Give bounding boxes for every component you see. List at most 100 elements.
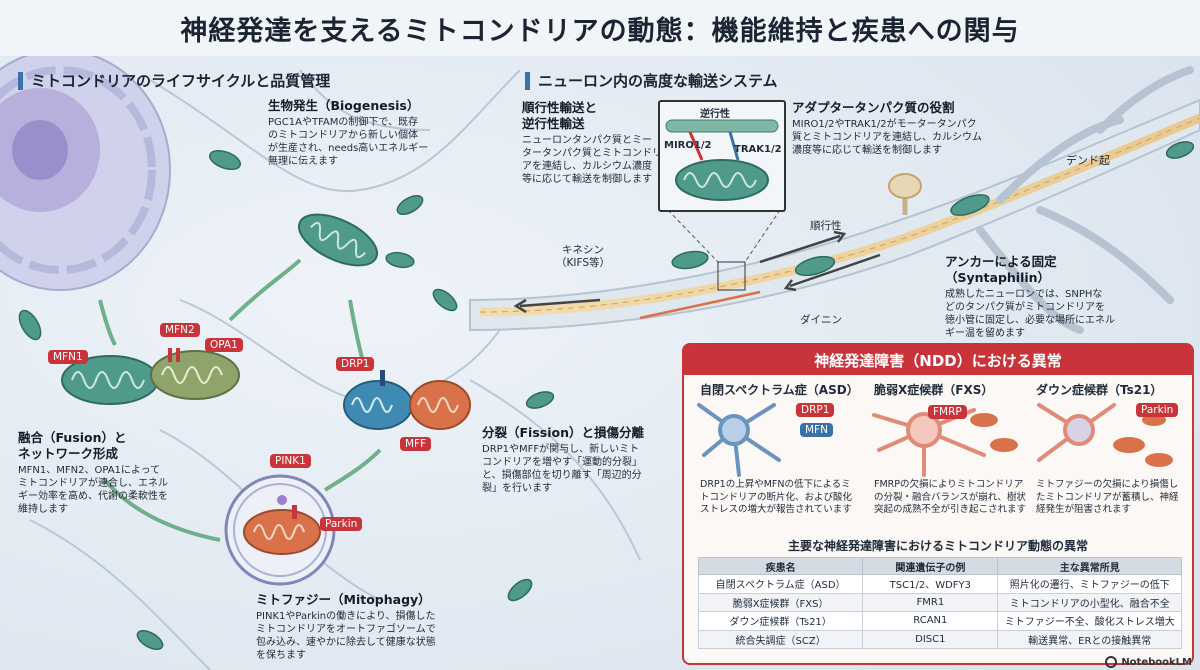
adaptor-line: MIRO1/2やTRAK1/2がモータータンパク: [792, 119, 977, 130]
inset-zoom-lines: [667, 209, 781, 291]
table-header: 疾患名: [697, 557, 864, 575]
asd-text: DRP1の上昇やMFNの低下によるミ トコンドリアの断片化、および酸化 ストレス…: [700, 479, 870, 517]
anchor-line: 成熟したニューロンでは、SNPHな: [945, 289, 1103, 300]
table-cell: 自閉スペクトラム症（ASD）: [697, 574, 864, 594]
asd-line: ストレスの増大が報告されています: [700, 504, 852, 515]
table-row: ダウン症候群（Ts21） RCAN1 ミトファジー不全、酸化ストレス増大: [697, 611, 1182, 631]
miro-label: MIRO1/2: [664, 140, 712, 151]
disease-illustrations: [697, 403, 1173, 477]
biogenesis-text: 生物発生（Biogenesis） PGC1AやTFAMの制御下で、既存 のミトコ…: [268, 98, 468, 168]
fxs-title: 脆弱X症候群（FXS）: [874, 383, 994, 397]
biogenesis-line: 無理に伝えます: [268, 156, 338, 167]
adaptor-line: 質とミトコンドリアを連結し、カルシウム: [792, 132, 982, 143]
notebooklm-icon: [1105, 656, 1118, 668]
axon: [469, 98, 1200, 332]
biogenesis-line: のミトコンドリアから新しい個体: [268, 130, 418, 141]
fusion-line: ミトコンドリアが連合し、エネル: [18, 478, 168, 489]
kinesin-line: （KIFS等）: [556, 257, 611, 269]
section-transport-title: ニューロン内の高度な輸送システム: [538, 72, 778, 90]
mfn1-tag: MFN1: [48, 350, 88, 364]
table-cell: ミトコンドリアの小型化、融合不全: [997, 592, 1182, 612]
biogenesis-heading: 生物発生（Biogenesis）: [268, 98, 420, 113]
asd-line: トコンドリアの断片化、および酸化: [700, 491, 853, 503]
table-row: 統合失調症（SCZ） DISC1 輸送異常、ERとの接触異常: [697, 629, 1182, 649]
biogenesis-line: が生産され、needs高いエネルギー: [268, 143, 429, 154]
section-marker: [525, 71, 530, 90]
mff-tag: MFF: [400, 437, 432, 451]
small-mitochondria: [18, 141, 1195, 651]
transport-line: タータンパク質とミトコンドリ: [522, 148, 662, 159]
mitophagy-line: PINK1やParkinの働きにより、損傷した: [256, 611, 436, 622]
fusion-heading: 融合（Fusion）と: [18, 430, 127, 445]
transport-line: アを連結し、カルシウム濃度: [522, 161, 652, 172]
biogenesis-line: PGC1AやTFAMの制御下で、既存: [268, 117, 418, 128]
page-title: 神経発達を支えるミトコンドリアの動態：機能維持と疾患への関与: [180, 15, 1020, 47]
transport-heading: 順行性輸送と: [522, 100, 598, 115]
table-header: 関連遺伝子の例: [862, 557, 999, 575]
fxs-line: FMRPの欠損によりミトコンドリア: [874, 479, 1024, 490]
brand-label: NotebookLM: [1121, 656, 1192, 668]
fission-mitochondria: [343, 370, 471, 430]
fusion-line: ギー効率を高め、代謝の柔軟性を: [18, 491, 168, 502]
fxs-line: の分裂・融合バランスが崩れ、樹状: [874, 491, 1026, 503]
fission-text: 分裂（Fission）と損傷分離 DRP1やMFFが関与し、新しいミト コンドリ…: [482, 425, 672, 495]
adaptor-inset: 逆行性 MIRO1/2 TRAK1/2: [658, 100, 786, 212]
fusion-mitochondria: [61, 348, 240, 405]
fxs-text: FMRPの欠損によりミトコンドリア の分裂・融合バランスが崩れ、樹状 突起の成熟…: [874, 479, 1044, 517]
ndd-panel: 神経発達障害（NDD）における異常 自閉スペクトラム症（A: [682, 343, 1194, 665]
asd-line: DRP1の上昇やMFNの低下によるミ: [700, 479, 851, 490]
dynein-label: ダイニン: [800, 314, 842, 326]
asd-title: 自閉スペクトラム症（ASD）: [700, 383, 859, 397]
ts21-line: 経発生が阻害されます: [1036, 504, 1132, 515]
dendritic-spine: [888, 173, 922, 215]
section-lifecycle-title: ミトコンドリアのライフサイクルと品質管理: [31, 72, 331, 90]
kinesin-line: キネシン: [562, 244, 604, 256]
anchor-heading: （Syntaphilin）: [945, 270, 1051, 285]
mitophagy-line: を保ちます: [256, 650, 306, 661]
table-cell: ミトファジー不全、酸化ストレス増大: [997, 611, 1182, 631]
fxs-line: 突起の成熟不全が引き起こされます: [874, 504, 1027, 515]
neuron-membrane: [29, 69, 641, 670]
fusion-line: MFN1、MFN2、OPA1によって: [18, 465, 161, 476]
ts21-line: ミトファジーの欠損により損傷し: [1036, 479, 1179, 490]
asd-mfn-tag: MFN: [800, 423, 833, 437]
asd-drp1-tag: DRP1: [796, 403, 835, 417]
ts21-neuron: [1037, 403, 1116, 462]
drp1-tag: DRP1: [336, 357, 375, 371]
anchor-text: アンカーによる固定 （Syntaphilin） 成熟したニューロンでは、SNPH…: [945, 254, 1155, 340]
table-cell: TSC1/2、WDFY3: [862, 574, 999, 594]
table-cell: 脆弱X症候群（FXS）: [697, 592, 864, 612]
pink1-tag: PINK1: [270, 454, 311, 468]
transport-heading: 逆行性輸送: [522, 116, 585, 131]
ts21-parkin-tag: Parkin: [1136, 403, 1179, 417]
fusion-text: 融合（Fusion）と ネットワーク形成 MFN1、MFN2、OPA1によって …: [18, 430, 218, 516]
inset-illustration: [665, 119, 779, 201]
table-row: 自閉スペクトラム症（ASD） TSC1/2、WDFY3 照片化の遷行、ミトファジ…: [697, 574, 1182, 594]
asd-neuron: [697, 403, 781, 477]
anchor-line: ギー温を留めます: [945, 328, 1025, 339]
page-title-bar: 神経発達を支えるミトコンドリアの動態：機能維持と疾患への関与: [0, 0, 1200, 56]
table-cell: ダウン症候群（Ts21）: [697, 611, 864, 631]
table-cell: DISC1: [862, 629, 999, 649]
anterograde-arrow-label: 順行性: [810, 220, 842, 232]
transport-line: 等に応じて輸送を制御します: [522, 174, 652, 185]
table-cell: FMR1: [862, 592, 999, 612]
anchor-line: どのタンパク質がミトコンドリアを: [945, 302, 1105, 313]
fission-line: DRP1やMFFが関与し、新しいミト: [482, 444, 640, 455]
transport-text: 順行性輸送と 逆行性輸送 ニューロンタンパク質とミー タータンパク質とミトコンド…: [522, 100, 662, 186]
dendrite-label: デンド起: [1066, 154, 1110, 167]
transport-arrows: [513, 230, 881, 320]
anchor-heading: アンカーによる固定: [945, 254, 1057, 269]
opa1-tag: OPA1: [205, 338, 243, 352]
table-cell: 照片化の遷行、ミトファジーの低下: [997, 574, 1182, 594]
fxs-neuron: [872, 408, 986, 477]
biogenesis-mitochondrion: [298, 213, 378, 267]
adaptor-heading: アダプタータンパク質の役割: [792, 100, 955, 115]
kinesin-label: キネシン （KIFS等）: [556, 244, 610, 270]
fusion-heading: ネットワーク形成: [18, 446, 119, 461]
ts21-text: ミトファジーの欠損により損傷し たミトコンドリアが蓄積し、神経 経発生が阻害され…: [1036, 479, 1191, 517]
table-row: 脆弱X症候群（FXS） FMR1 ミトコンドリアの小型化、融合不全: [697, 592, 1182, 612]
mitophagy-line: ミトコンドリアをオートファゴソームで: [256, 624, 436, 635]
disease-mitochondria: [970, 413, 1173, 467]
